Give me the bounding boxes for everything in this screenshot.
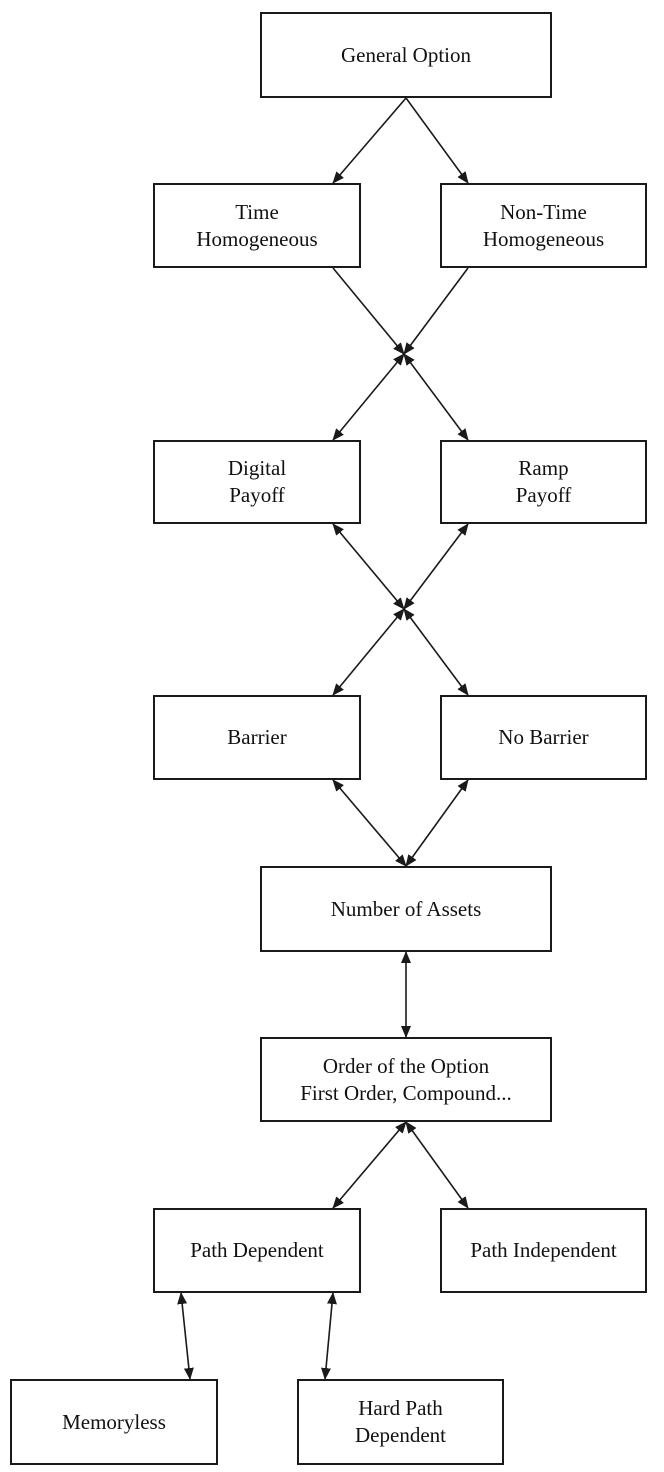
node-path-independent: Path Independent <box>440 1208 647 1293</box>
node-label-line: Homogeneous <box>196 226 318 251</box>
node-no-barrier: No Barrier <box>440 695 647 780</box>
node-number-of-assets: Number of Assets <box>260 866 552 952</box>
node-label-line: Digital <box>227 456 287 480</box>
node-path-dependent: Path Dependent <box>153 1208 361 1293</box>
node-label-line: Non-Time <box>500 199 587 224</box>
edge-order-of-the-option-to-path-dependent <box>332 1121 407 1209</box>
node-label-line: No Barrier <box>498 725 589 749</box>
node-label: No Barrier <box>498 724 588 751</box>
edge-path-dependent-to-hard-path-dependent <box>321 1292 337 1380</box>
node-label-line: Payoff <box>515 483 572 507</box>
node-label: General Option <box>341 42 471 69</box>
node-label-line: Dependent <box>355 1423 446 1447</box>
node-label: Number of Assets <box>331 896 482 923</box>
edge-no-barrier-to-number-of-assets <box>405 779 469 867</box>
node-barrier: Barrier <box>153 695 361 780</box>
edge-general-option-to-non-time-homogeneous <box>405 97 469 184</box>
edge-ramp-payoff-to-junction-2 <box>403 523 469 610</box>
edge-digital-payoff-to-junction-2 <box>332 523 405 610</box>
node-label-line: Memoryless <box>62 1409 166 1434</box>
edge-junction-1-to-digital-payoff <box>332 353 405 441</box>
node-label: Path Independent <box>470 1237 616 1264</box>
node-label-line: Homogeneous <box>482 226 605 251</box>
edge-path-dependent-to-memoryless <box>177 1292 194 1380</box>
edge-junction-2-to-barrier <box>332 608 405 696</box>
node-label-line: General Option <box>340 42 472 67</box>
edge-non-time-homogeneous-to-junction-1 <box>403 267 469 355</box>
node-label-line: Barrier <box>227 725 287 749</box>
node-label-line: First Order, Compound... <box>300 1080 512 1105</box>
node-label-line: Path Independent <box>470 1238 617 1262</box>
edge-general-option-to-time-homogeneous <box>332 97 407 184</box>
node-label: Path Dependent <box>190 1237 324 1264</box>
node-label-line: Time <box>235 199 279 224</box>
node-label-line: Order of the Option <box>322 1053 490 1078</box>
edge-junction-1-to-ramp-payoff <box>403 353 469 441</box>
node-label-line: Number of Assets <box>330 896 482 921</box>
edge-order-of-the-option-to-path-independent <box>405 1121 469 1209</box>
node-label: Barrier <box>227 724 286 751</box>
node-memoryless: Memoryless <box>10 1379 218 1465</box>
edge-time-homogeneous-to-junction-1 <box>332 267 405 355</box>
node-label-line: Hard Path <box>358 1396 443 1420</box>
edge-barrier-to-number-of-assets <box>332 779 407 867</box>
node-label-line: Path Dependent <box>190 1238 324 1262</box>
node-label-line: Payoff <box>229 483 285 507</box>
node-label-line: Ramp <box>518 456 569 480</box>
node-label: Memoryless <box>62 1409 166 1436</box>
edge-junction-2-to-no-barrier <box>403 608 469 696</box>
node-general-option: General Option <box>260 12 552 98</box>
